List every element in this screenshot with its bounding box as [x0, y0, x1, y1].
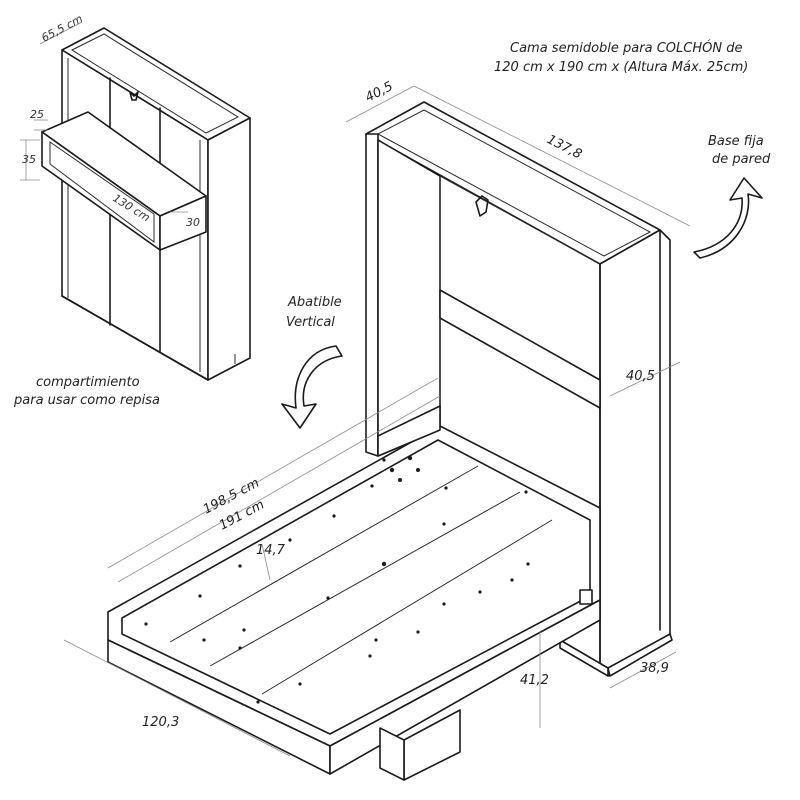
- bed-holes: [144, 455, 530, 704]
- dim-shelf-side: 30: [186, 216, 200, 229]
- label-compartimiento-1: compartimiento: [36, 375, 140, 390]
- label-compartimiento-2: para usar como repisa: [13, 393, 160, 408]
- rotation-arrow-icon: [693, 177, 763, 259]
- label-abatible-2: Vertical: [286, 315, 335, 330]
- dim-side-depth: 40,5: [626, 369, 655, 384]
- dim-small-depth: 65,5 cm: [39, 12, 85, 44]
- dim-headboard-height: 14,7: [256, 543, 286, 558]
- dimension-lines: [63, 85, 691, 757]
- label-base-fija-1: Base fija: [708, 134, 764, 149]
- dim-shelf-top: 25: [30, 108, 44, 121]
- dim-leg-height: 41,2: [520, 673, 549, 688]
- dim-base-depth: 38,9: [640, 661, 669, 676]
- dim-top-width: 137,8: [544, 132, 584, 162]
- dim-shelf-height: 35: [22, 153, 36, 166]
- dim-bed-width: 120,3: [142, 715, 179, 730]
- closed-cabinet-drawing: 65,5 cm 25 35 130 cm 30: [20, 12, 251, 381]
- title-line-2: 120 cm x 190 cm x (Altura Máx. 25cm): [494, 60, 748, 75]
- bed-cabinet-drawing: [107, 101, 673, 781]
- dim-top-depth: 40,5: [363, 79, 396, 106]
- label-abatible-1: Abatible: [287, 295, 342, 310]
- title-line-1: Cama semidoble para COLCHÓN de: [510, 40, 742, 56]
- fold-down-arrow-icon: [281, 345, 343, 429]
- label-base-fija-2: de pared: [712, 152, 771, 167]
